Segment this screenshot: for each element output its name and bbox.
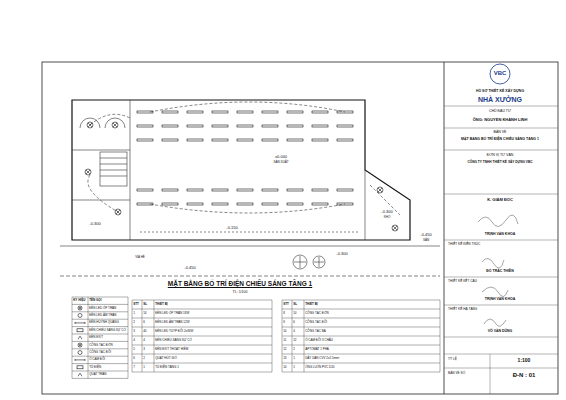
table-cell: CÔNG TẮC ĐÔI (89, 351, 111, 354)
table-cell: 6 (133, 357, 135, 360)
table-cell: 12 (283, 348, 286, 351)
title-block-text: CHỦ ĐẦU TƯ (489, 110, 511, 114)
level-mark: -0.450 (184, 266, 195, 270)
table-cell: 2 (143, 357, 145, 360)
table-cell: ĐÈN EXIT (89, 336, 103, 339)
table-cell: CÔNG TẮC BA (305, 330, 326, 333)
level-mark: -0.300 (336, 252, 347, 256)
title-block-text: THIẾT KẾ HẠ TẦNG (448, 308, 477, 311)
table-cell: 2 (133, 321, 135, 324)
title-block-text: TỶ LỆ (448, 358, 457, 361)
table-header: TÊN GỌI (89, 299, 101, 302)
drawing-title: MẶT BẰNG BỐ TRÍ ĐIỆN CHIẾU SÁNG TẦNG 1 (168, 281, 312, 288)
table-cell: ĐÈN LED ỐP TRẦN 18W (155, 312, 189, 315)
title-block-text: ĐƠN VỊ TƯ VẤN (487, 154, 514, 158)
table-header: STT (283, 303, 289, 306)
table-header: SL (143, 303, 147, 306)
table-cell: 9 (283, 321, 285, 324)
table-cell: CÔNG TẮC ĐƠN (305, 312, 329, 315)
table-header: KÝ HIỆU (73, 299, 85, 302)
table-cell: 14 (143, 312, 146, 315)
title-block-text: BẢN VẼ SỐ (448, 372, 465, 375)
level-mark: SÂN (423, 239, 429, 242)
table-cell: 8 (283, 312, 285, 315)
table-cell: 1 (293, 357, 295, 360)
table-cell: 7 (133, 366, 135, 369)
level-mark: SẢN XUẤT (273, 161, 288, 164)
table-cell: 1 (133, 312, 135, 315)
table-cell: 13 (283, 357, 286, 360)
table-cell: 11 (283, 339, 286, 342)
level-mark: -0.150 (226, 226, 237, 230)
title-block-text: BẢN VẼ (494, 131, 507, 135)
table-cell: CÔNG TẮC ĐÔI (305, 321, 327, 324)
title-block-text: CÔNG TY TNHH THIẾT KẾ XÂY DỰNG VBC (467, 161, 532, 164)
table-cell: TỦ ĐIỆN (89, 366, 101, 369)
table-cell: 1 (293, 366, 295, 369)
table-cell: CÔNG TẮC ĐƠN (89, 344, 113, 347)
title-block-text: ÔNG: NGUYỄN KHÁNH LINH (473, 118, 528, 122)
level-mark: -0.450 (420, 233, 431, 237)
title-block-text: ĐỖ TRÁC THIÊN (486, 270, 513, 274)
table-cell: ĐÈN LED ÂM TRẦN 12W (155, 321, 189, 324)
table-cell: ỐNG LUỒN PVC D20 (305, 366, 334, 369)
table-cell: ĐÈN LED ÂM TRẦN (89, 314, 116, 317)
table-cell: ĐÈN LED TUÝP ĐÔI 2x36W (155, 330, 193, 333)
table-cell: 6 (143, 321, 145, 324)
table-header: SL (293, 303, 297, 306)
title-block-text: Đ-N : 01 (513, 372, 536, 378)
table-cell: 6 (293, 321, 295, 324)
title-block-text: THIẾT KẾ KIẾN TRÚC (448, 243, 480, 246)
level-mark: -0.300 (381, 210, 392, 214)
table-cell: ĐÈN HUỲNH QUANG (89, 321, 119, 324)
table-cell: 14 (283, 366, 286, 369)
title-block-text: TRỊNH VĂN KHOA (485, 233, 515, 237)
title-block-text: HỒ SƠ THIẾT KẾ XÂY DỰNG (476, 90, 524, 94)
table-cell: Ổ CẮM ĐÔI (89, 358, 105, 361)
title-block-text: 1:100 (518, 358, 531, 363)
table-cell: 4 (293, 330, 295, 333)
table-header: THIẾT BỊ (155, 303, 168, 306)
level-mark: ±0.000 (275, 155, 287, 159)
title-block-text: THIẾT KẾ KẾT CẤU (448, 280, 477, 283)
table-cell: QUẠT HÚT GIÓ (155, 357, 177, 360)
table-cell: 3 (143, 348, 145, 351)
level-mark: VỈA HÈ (135, 256, 145, 259)
table-header: STT (133, 303, 139, 306)
title-block-text: MẶT BẰNG BỐ TRÍ ĐIỆN CHIẾU SÁNG TẦNG 1 (461, 138, 539, 142)
table-header: THIẾT BỊ (305, 303, 318, 306)
table-cell: 2 (293, 348, 295, 351)
table-cell: DÂY DẪN CVV 2x2.5mm² (305, 357, 339, 360)
table-cell: 10 (293, 312, 296, 315)
table-cell: APTOMAT 1 PHA (305, 348, 329, 351)
title-block-text: VBC (494, 70, 507, 76)
table-cell: QUẠT TRẦN (89, 373, 106, 376)
table-cell: ĐÈN CHIẾU SÁNG SỰ CỐ (155, 339, 192, 342)
table-cell: 12 (293, 339, 296, 342)
table-cell: Ổ CẮM ĐÔI 3 CHẤU (305, 339, 333, 342)
level-mark: KHO (384, 216, 391, 219)
table-cell: 10 (283, 330, 286, 333)
title-block-text: VÕ VĂN DŨNG (488, 330, 513, 334)
scale-note: TL: 1/100 (233, 291, 248, 295)
table-cell: 40 (143, 330, 146, 333)
title-block-text: NHÀ XƯỞNG (478, 96, 522, 103)
table-cell: 1 (143, 366, 145, 369)
table-cell: 4 (133, 339, 135, 342)
table-cell: ĐÈN EXIT THOÁT HIỂM (155, 348, 188, 351)
level-mark: -0.300 (89, 222, 100, 226)
title-block-text: K. GIÁM ĐỐC (487, 198, 513, 202)
table-cell: ĐÈN LED ỐP TRẦN (89, 307, 116, 310)
table-cell: 4 (143, 339, 145, 342)
table-cell: ĐÈN CHIẾU SÁNG SỰ CỐ (89, 329, 126, 332)
table-cell: TỦ ĐIỆN TẦNG 1 (155, 366, 179, 369)
table-cell: 3 (133, 330, 135, 333)
table-cell: 5 (133, 348, 135, 351)
title-block-text: TRỊNH VĂN KHOA (485, 298, 515, 302)
